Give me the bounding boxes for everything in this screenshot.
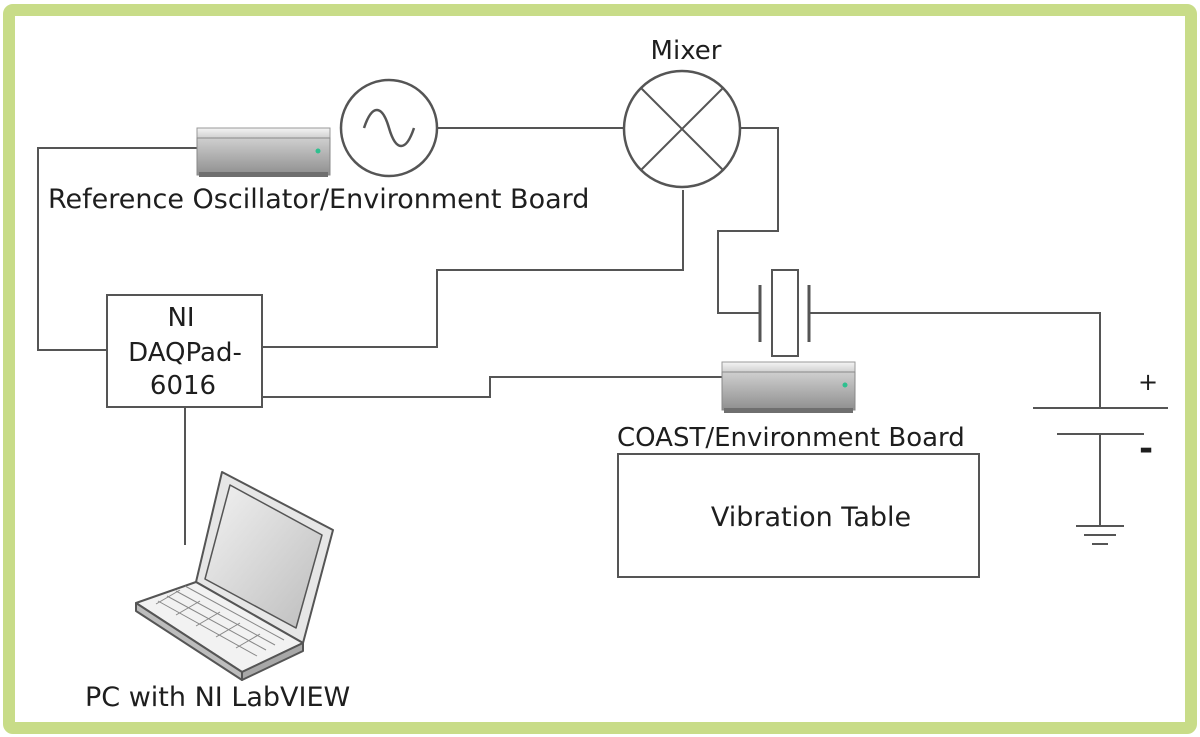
ground-icon xyxy=(1076,525,1124,545)
wire-mixer-to-crystal xyxy=(717,127,779,314)
vibration-table-label: Vibration Table xyxy=(711,502,911,533)
coast-board-device xyxy=(721,361,856,413)
reference-oscillator-label: Reference Oscillator/Environment Board xyxy=(48,184,589,215)
daq-box xyxy=(106,294,263,408)
wire-mixer-to-daq xyxy=(263,190,684,348)
sine-source-icon xyxy=(339,78,439,178)
wire-daq-to-coast xyxy=(263,376,722,398)
daq-label-line3: 6016 xyxy=(150,371,216,401)
wire-oscillator-to-daq xyxy=(37,147,197,351)
frame-border xyxy=(3,4,1197,734)
coast-board-label: COAST/Environment Board xyxy=(617,423,965,453)
reference-oscillator-device xyxy=(196,127,331,177)
crystal-oscillator-icon xyxy=(758,269,811,357)
vibration-table-box xyxy=(617,453,980,578)
battery-plus-label: + xyxy=(1138,368,1158,396)
wires xyxy=(37,127,1101,545)
battery-icon xyxy=(1033,407,1168,435)
daq-label-line2: DAQPad- xyxy=(128,338,242,368)
pc-label: PC with NI LabVIEW xyxy=(85,682,350,713)
mixer-label: Mixer xyxy=(651,36,722,66)
battery-minus-label: - xyxy=(1139,429,1153,469)
mixer-icon xyxy=(622,69,742,189)
wire-crystal-to-battery xyxy=(809,312,1101,408)
daq-label-line1: NI xyxy=(167,303,194,333)
laptop-icon xyxy=(135,471,334,681)
